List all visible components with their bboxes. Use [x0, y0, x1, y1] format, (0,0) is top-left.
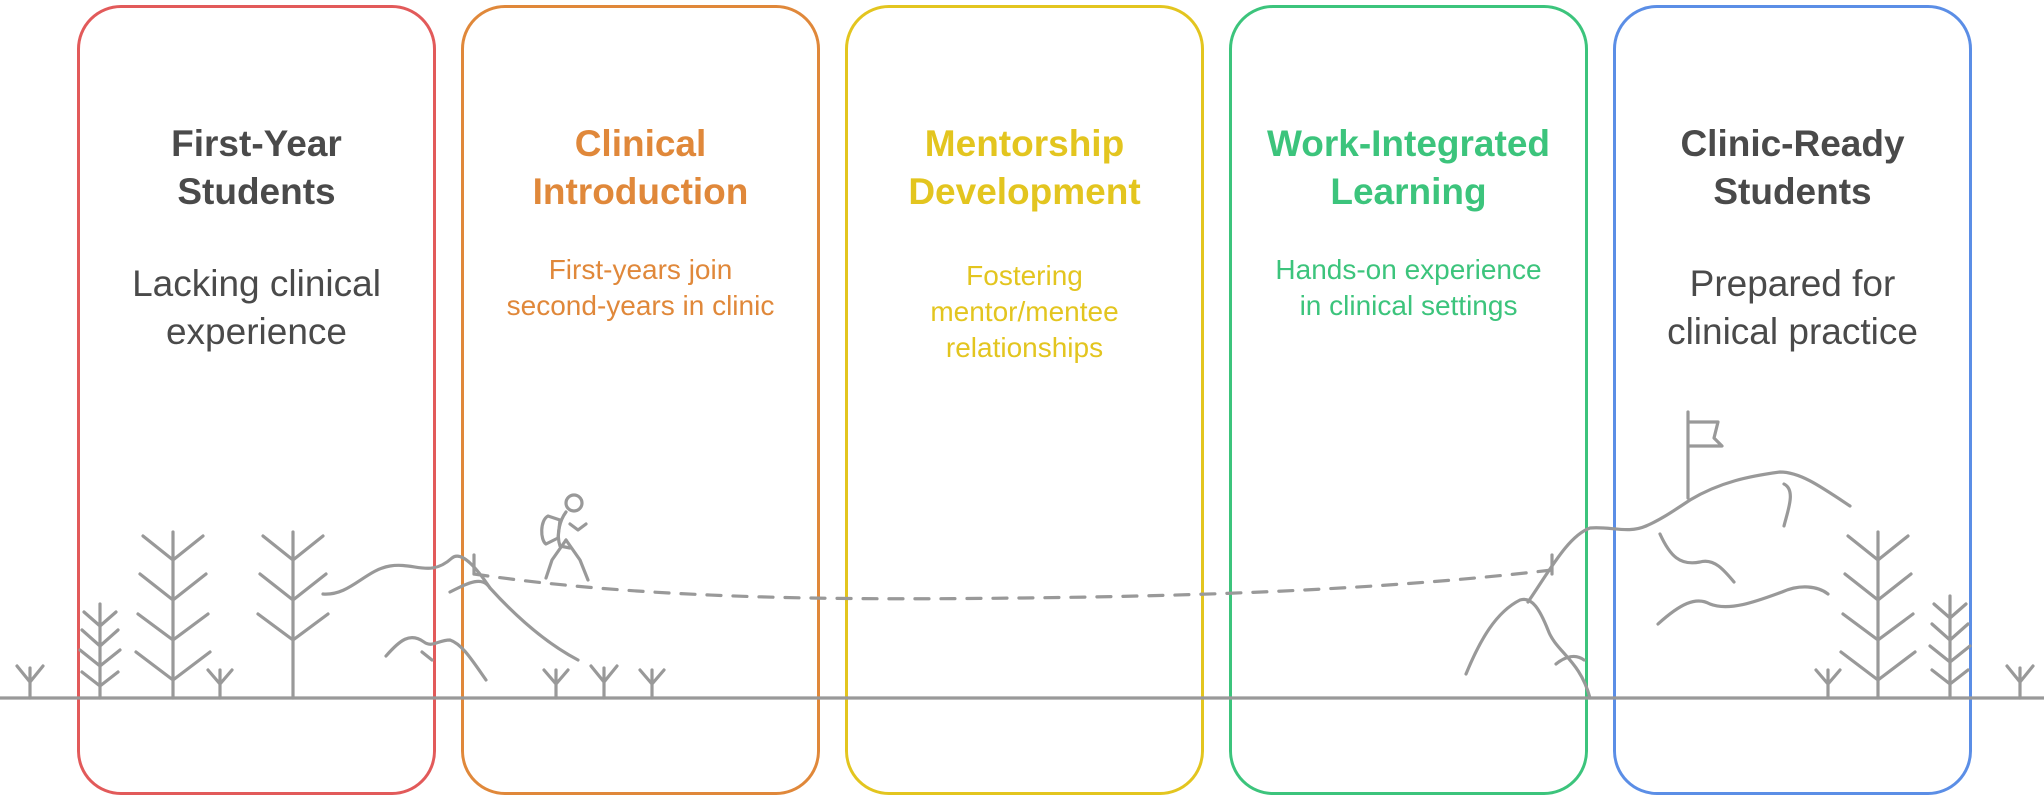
- stage-work-integrated-learning: Work-Integrated Learning Hands-on experi…: [1229, 5, 1588, 795]
- flag-icon: [1686, 410, 1724, 500]
- stage-title: Work-Integrated Learning: [1266, 123, 1550, 212]
- tree-icon: [1928, 594, 1972, 700]
- stage-description: Fostering mentor/mentee relationships: [930, 260, 1119, 363]
- stage-mentorship-development: Mentorship Development Fostering mentor/…: [845, 5, 1204, 795]
- stage-clinic-ready-students: Clinic-Ready Students Prepared for clini…: [1613, 5, 1972, 795]
- stage-title: First-Year Students: [171, 123, 342, 212]
- path-line: [472, 568, 1554, 601]
- mountain-icon: [1464, 470, 1852, 700]
- grass-icon: [15, 664, 2035, 700]
- tree-icon: [1839, 530, 1917, 700]
- stage-title: Mentorship Development: [908, 123, 1141, 212]
- stage-title: Clinical Introduction: [532, 123, 749, 212]
- hiker-icon: [540, 493, 590, 582]
- stage-title: Clinic-Ready Students: [1680, 123, 1905, 212]
- stage-description: Hands-on experience in clinical settings: [1275, 254, 1542, 321]
- path-marker: [472, 553, 1554, 576]
- hill-icon: [321, 554, 580, 682]
- stage-description: Lacking clinical experience: [132, 263, 381, 352]
- tree-icon: [134, 530, 212, 700]
- stage-clinical-introduction: Clinical Introduction First-years join s…: [461, 5, 820, 795]
- tree-icon: [78, 602, 122, 700]
- tree-icon: [256, 530, 330, 700]
- stage-description: First-years join second-years in clinic: [506, 254, 775, 321]
- stage-first-year-students: First-Year Students Lacking clinical exp…: [77, 5, 436, 795]
- stage-description: Prepared for clinical practice: [1667, 263, 1918, 352]
